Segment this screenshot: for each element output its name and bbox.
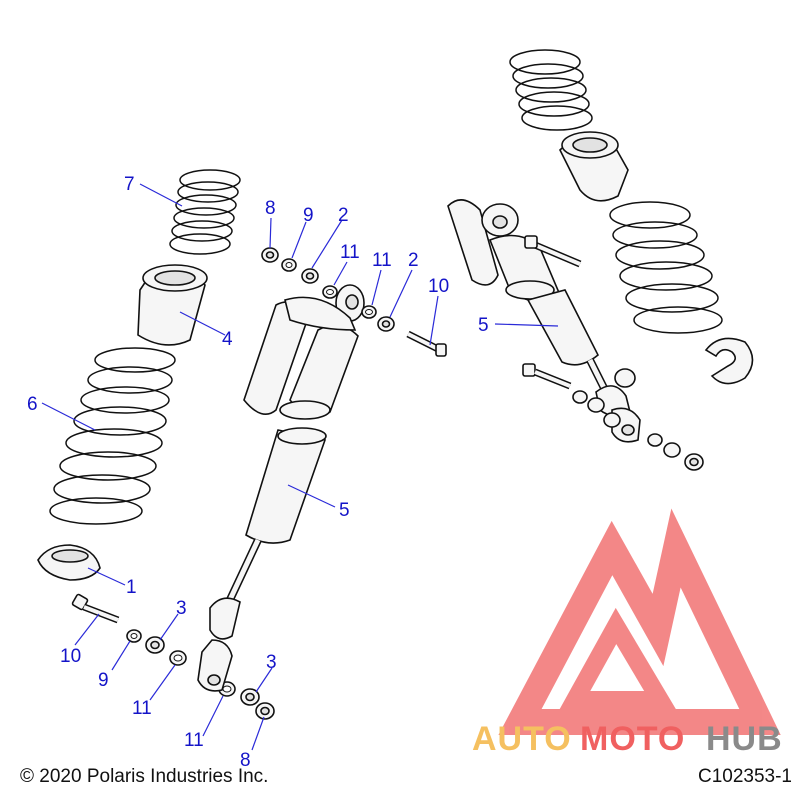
spring-spacer	[137, 264, 208, 346]
callout-9-upper: 9	[303, 205, 314, 226]
callout-3-lower-left: 3	[176, 598, 187, 619]
lower-bushing-3b	[240, 688, 260, 706]
callout-7: 7	[124, 174, 135, 195]
lower-washer-11a	[169, 650, 187, 666]
main-spring	[49, 347, 176, 525]
callout-11-upper-right: 11	[372, 250, 392, 271]
upper-washer-9	[281, 258, 297, 272]
wordmark-auto: AUTO	[472, 720, 572, 758]
lower-bolt	[71, 593, 120, 624]
drawing-number: C102353-1	[697, 766, 792, 787]
automotohub-logo	[498, 508, 781, 735]
callout-8-upper: 8	[265, 198, 276, 219]
callout-5-right: 5	[478, 315, 489, 336]
copyright-text: © 2020 Polaris Industries Inc.	[20, 766, 269, 787]
center-shock	[197, 284, 365, 692]
right-upper-bolt	[524, 235, 582, 268]
callout-10-lower: 10	[60, 646, 81, 667]
callout-6: 6	[27, 394, 38, 415]
right-retainer	[704, 337, 754, 385]
upper-spring	[169, 169, 241, 255]
wordmark-hub: HUB	[706, 720, 783, 758]
upper-bolt	[406, 330, 447, 357]
callout-11-lower-left: 11	[132, 698, 152, 719]
callout-5-center: 5	[339, 500, 350, 521]
callout-8-lower: 8	[240, 750, 251, 771]
callout-9-lower: 9	[98, 670, 109, 691]
lower-bushing-3a	[145, 636, 165, 654]
right-main-spring	[609, 201, 723, 334]
upper-bushing-2b	[377, 316, 395, 332]
callout-10-upper: 10	[428, 276, 449, 297]
right-lower-hardware	[572, 390, 704, 471]
lower-washer-9	[126, 629, 142, 643]
callout-2-upper-left: 2	[338, 205, 349, 226]
right-upper-spring	[509, 49, 593, 131]
right-lower-bolt	[522, 363, 572, 390]
upper-nut-8	[261, 247, 279, 263]
leader-lines	[41, 183, 559, 751]
upper-washer-11d	[361, 305, 377, 319]
callout-4: 4	[222, 329, 233, 350]
callout-2-upper-right: 2	[408, 250, 419, 271]
callout-1: 1	[126, 577, 137, 598]
callout-11-lower-right: 11	[184, 730, 204, 751]
automotohub-wordmark: AUTO MOTO HUB	[472, 720, 783, 758]
callout-3-lower-right: 3	[266, 652, 277, 673]
right-shock	[447, 199, 641, 443]
upper-washer-11c	[322, 285, 338, 299]
lower-nut-8	[255, 702, 275, 720]
callout-11-upper-left: 11	[340, 242, 360, 263]
wordmark-moto: MOTO	[580, 720, 685, 758]
upper-bushing-2a	[301, 268, 319, 284]
right-spacer	[559, 131, 629, 202]
spring-retainer	[37, 544, 101, 581]
